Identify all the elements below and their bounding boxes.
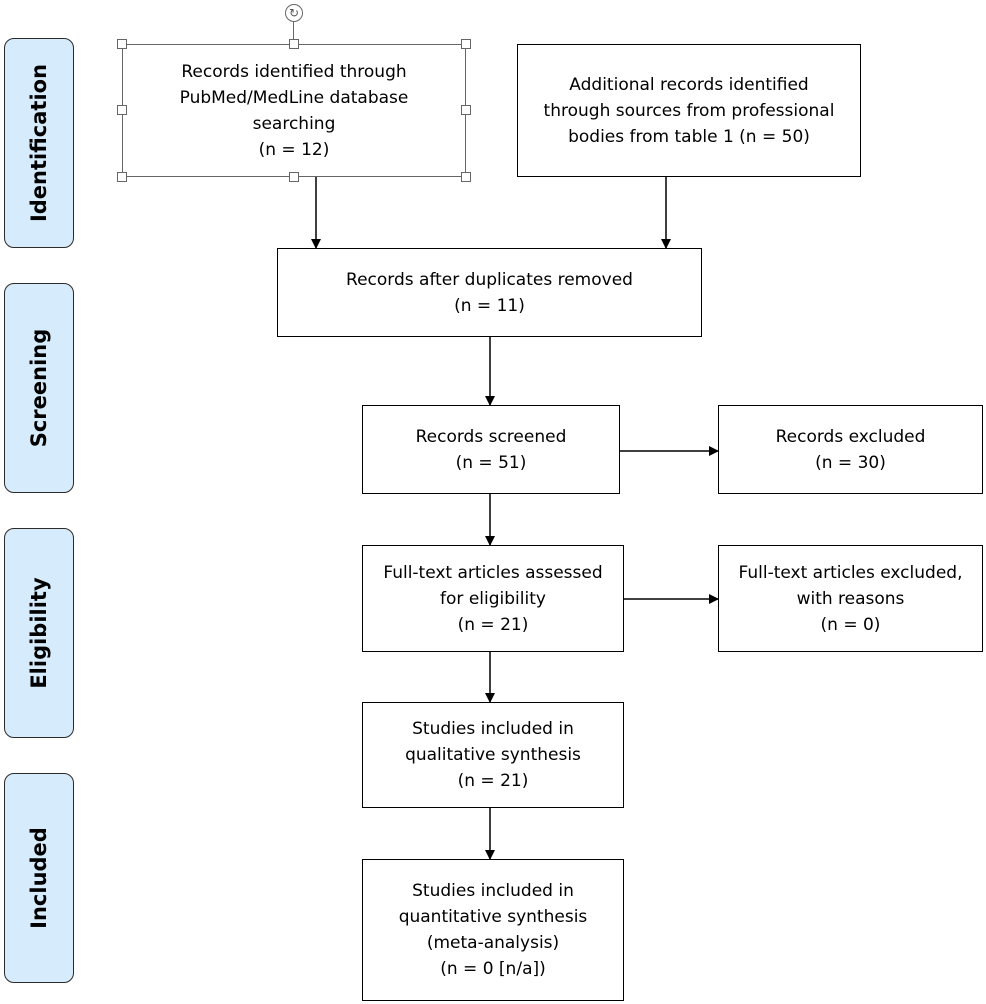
box-duplicates-line-2: (n = 11) [454, 295, 525, 316]
box-fulltext-excluded[interactable]: Full-text articles excluded, with reason… [718, 545, 983, 652]
resize-handle-n[interactable] [289, 39, 299, 49]
box-fulltext-line-2: for eligibility [440, 588, 546, 609]
box-additional-line-3: bodies from table 1 (n = 50) [568, 126, 810, 147]
box-additional-records[interactable]: Additional records identified through so… [517, 44, 861, 177]
box-records-screened[interactable]: Records screened (n = 51) [362, 405, 620, 494]
box-excluded-line-2: (n = 30) [815, 452, 886, 473]
resize-handle-sw[interactable] [117, 172, 127, 182]
box-pubmed-line-4: (n = 12) [258, 139, 330, 160]
box-screened-line-1: Records screened [415, 426, 567, 447]
box-fulltext-excluded-line-2: with reasons [796, 588, 905, 609]
box-pubmed-line-1: Records identified through [181, 61, 407, 82]
phase-screening: Screening [4, 283, 74, 493]
box-qualitative-line-1: Studies included in [412, 719, 574, 739]
phase-eligibility: Eligibility [4, 528, 74, 738]
box-qualitative-line-2: qualitative synthesis [405, 745, 581, 765]
box-pubmed-line-2: PubMed/MedLine database [179, 87, 409, 108]
box-records-excluded[interactable]: Records excluded (n = 30) [718, 405, 983, 494]
box-pubmed-records[interactable]: Records identified through PubMed/MedLin… [122, 44, 466, 177]
box-additional-line-1: Additional records identified [569, 74, 809, 95]
box-quantitative-line-4: (n = 0 [n/a]) [440, 959, 546, 979]
box-qualitative-line-3: (n = 21) [457, 771, 529, 791]
phase-included: Included [4, 773, 74, 983]
box-quantitative-synthesis[interactable]: Studies included in quantitative synthes… [362, 859, 624, 1001]
box-fulltext-excluded-line-3: (n = 0) [820, 614, 881, 635]
box-screened-line-2: (n = 51) [455, 452, 527, 473]
box-quantitative-line-3: (meta-analysis) [426, 933, 560, 953]
box-quantitative-line-2: quantitative synthesis [398, 907, 588, 927]
rotate-handle-stem [293, 22, 294, 42]
resize-handle-nw[interactable] [117, 39, 127, 49]
box-duplicates-removed[interactable]: Records after duplicates removed (n = 11… [277, 248, 702, 337]
resize-handle-ne[interactable] [461, 39, 471, 49]
box-additional-line-2: through sources from professional [543, 100, 835, 121]
phase-identification: Identification [4, 38, 74, 248]
resize-handle-e[interactable] [461, 105, 471, 115]
box-fulltext-line-3: (n = 21) [457, 614, 529, 635]
resize-handle-se[interactable] [461, 172, 471, 182]
resize-handle-w[interactable] [117, 105, 127, 115]
box-fulltext-line-1: Full-text articles assessed [383, 562, 603, 583]
box-qualitative-synthesis[interactable]: Studies included in qualitative synthesi… [362, 702, 624, 808]
box-duplicates-line-1: Records after duplicates removed [346, 269, 633, 290]
resize-handle-s[interactable] [289, 172, 299, 182]
box-fulltext-excluded-line-1: Full-text articles excluded, [738, 562, 963, 583]
rotate-icon[interactable]: ↻ [285, 4, 303, 22]
box-fulltext-assessed[interactable]: Full-text articles assessed for eligibil… [362, 545, 624, 652]
box-pubmed-line-3: searching [252, 113, 336, 134]
box-quantitative-line-1: Studies included in [412, 881, 574, 901]
box-excluded-line-1: Records excluded [775, 426, 926, 447]
